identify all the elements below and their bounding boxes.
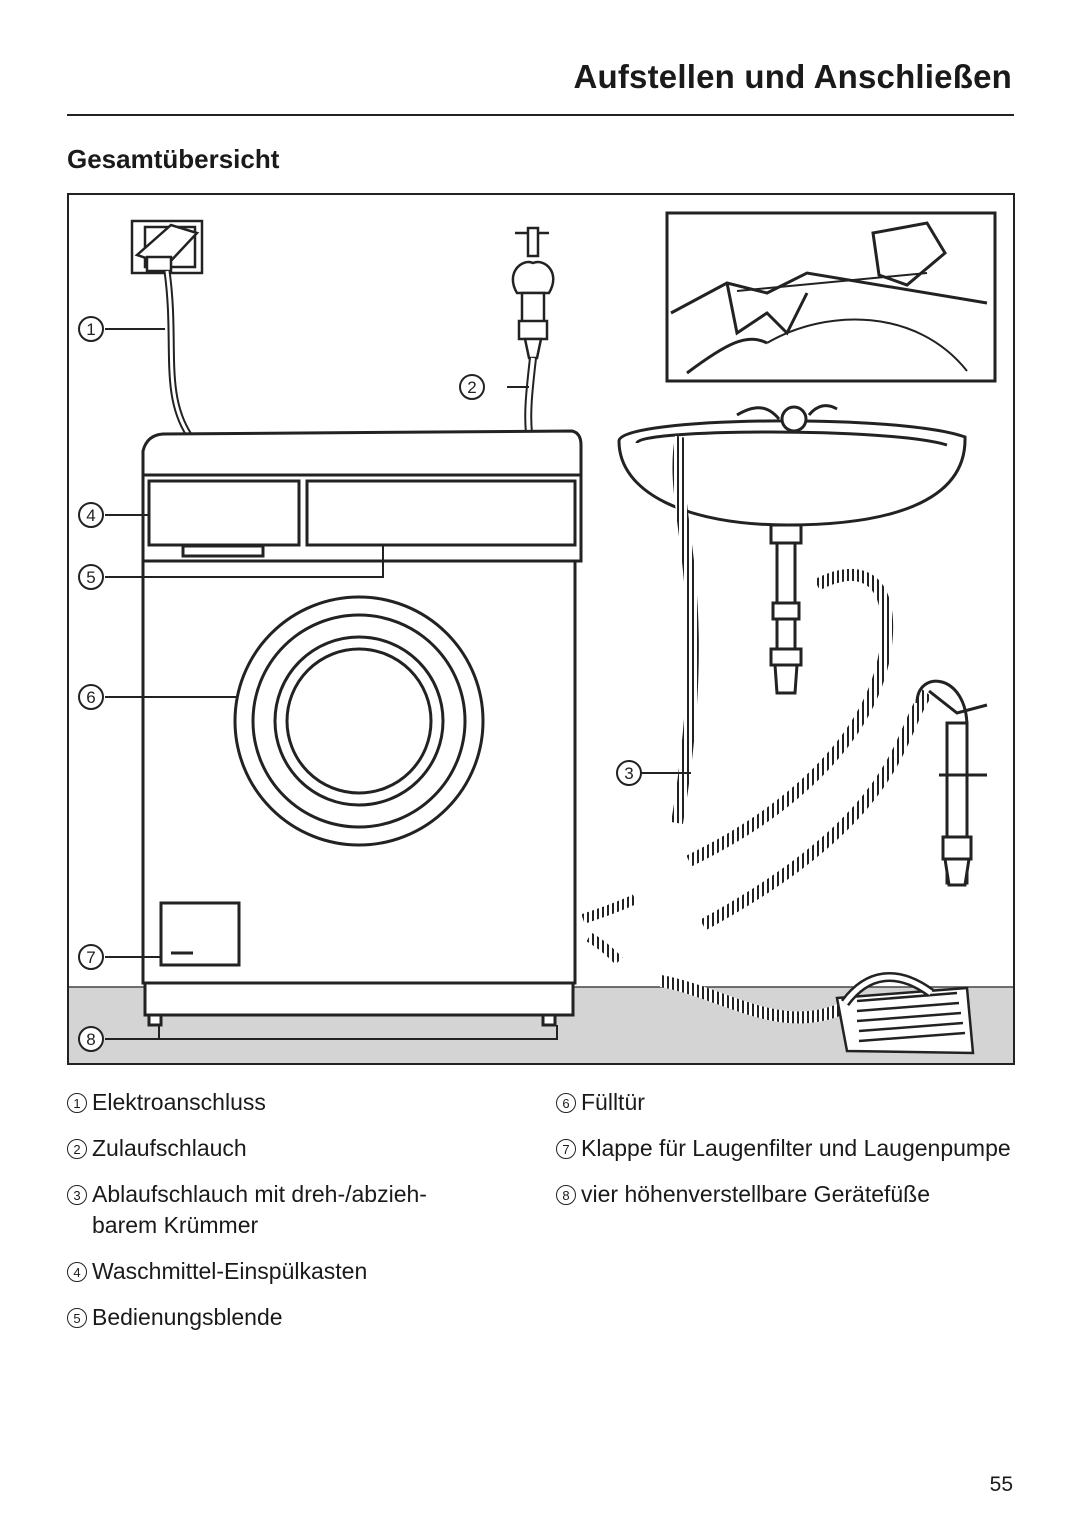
legend-text: Elektroanschluss bbox=[92, 1089, 266, 1115]
legend-item: 6 Fülltür bbox=[556, 1087, 1016, 1118]
title-divider bbox=[67, 114, 1014, 116]
legend-right-column: 6 Fülltür 7 Klappe für Laugenfilter und … bbox=[556, 1087, 1016, 1225]
wash-basin bbox=[617, 404, 967, 695]
sink-detail-inset bbox=[665, 211, 997, 383]
floor-drain bbox=[835, 972, 975, 1055]
water-tap bbox=[511, 226, 555, 360]
page-title: Aufstellen und Anschließen bbox=[573, 58, 1012, 95]
legend-text: Klappe für Laugenfilter und Laugenpumpe bbox=[581, 1135, 1011, 1161]
legend-item: 1 Elektroanschluss bbox=[67, 1087, 497, 1118]
callout-6: 6 bbox=[86, 688, 95, 707]
callout-1: 1 bbox=[86, 320, 95, 339]
legend-number: 3 bbox=[67, 1185, 87, 1205]
legend-text: Ablaufschlauch mit dreh-/abzieh- barem K… bbox=[92, 1181, 427, 1238]
legend-number: 7 bbox=[556, 1139, 576, 1159]
drain-hose-siphon bbox=[686, 568, 894, 867]
control-panel bbox=[305, 479, 577, 547]
legend-text: Fülltür bbox=[581, 1089, 645, 1115]
legend-number: 4 bbox=[67, 1262, 87, 1282]
drain-hose-floor bbox=[659, 975, 861, 1024]
legend-left-column: 1 Elektroanschluss 2 Zulaufschlauch 3 Ab… bbox=[67, 1087, 497, 1348]
legend-text: Bedienungsblende bbox=[92, 1304, 283, 1330]
drain-hose-rear bbox=[581, 894, 638, 924]
legend-item: 3 Ablaufschlauch mit dreh-/abzieh- barem… bbox=[67, 1179, 497, 1241]
legend-text: Waschmittel-Einspülkasten bbox=[92, 1258, 368, 1284]
legend-item: 4 Waschmittel-Einspülkasten bbox=[67, 1256, 497, 1287]
power-socket bbox=[130, 219, 204, 275]
drain-standpipe bbox=[915, 679, 988, 887]
legend-text: Zulaufschlauch bbox=[92, 1135, 247, 1161]
legend-number: 5 bbox=[67, 1308, 87, 1328]
legend-item: 8 vier höhenverstellbare Gerätefüße bbox=[556, 1179, 1016, 1210]
callout-3: 3 bbox=[624, 764, 633, 783]
section-title: Gesamtübersicht bbox=[67, 144, 280, 174]
washing-machine bbox=[141, 429, 583, 1027]
legend-item: 5 Bedienungsblende bbox=[67, 1302, 497, 1333]
legend-item: 2 Zulaufschlauch bbox=[67, 1133, 497, 1164]
callout-5: 5 bbox=[86, 568, 95, 587]
legend-number: 8 bbox=[556, 1185, 576, 1205]
callout-2: 2 bbox=[467, 378, 476, 397]
callout-leaders bbox=[105, 328, 691, 1040]
legend-number: 1 bbox=[67, 1093, 87, 1113]
legend-number: 6 bbox=[556, 1093, 576, 1113]
legend-text: vier höhenverstellbare Gerätefüße bbox=[581, 1181, 931, 1207]
washing-machine-installation-drawing: 1 2 3 4 5 6 7 8 bbox=[67, 193, 1015, 1065]
legend-item: 7 Klappe für Laugenfilter und Laugenpump… bbox=[556, 1133, 1016, 1164]
callout-7: 7 bbox=[86, 948, 95, 967]
callout-4: 4 bbox=[86, 506, 95, 525]
filter-flap bbox=[159, 901, 241, 967]
callout-markers bbox=[78, 316, 642, 1052]
installation-figure: 1 2 3 4 5 6 7 8 bbox=[67, 193, 1015, 1065]
drain-hose-standpipe bbox=[700, 689, 932, 931]
detergent-drawer bbox=[147, 479, 301, 547]
legend-number: 2 bbox=[67, 1139, 87, 1159]
page-number: 55 bbox=[989, 1473, 1013, 1496]
callout-8: 8 bbox=[86, 1030, 95, 1049]
drain-hose-sink bbox=[671, 435, 699, 824]
